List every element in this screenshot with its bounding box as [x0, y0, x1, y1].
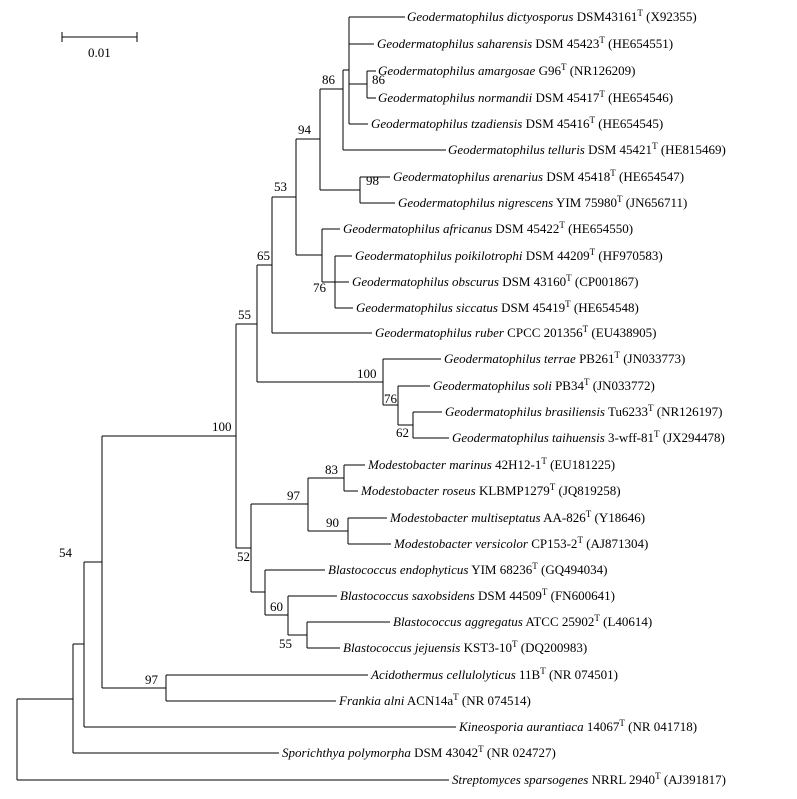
taxon-label: Kineosporia aurantiaca 14067T (NR 041718… [458, 718, 697, 734]
taxon-label: Geodermatophilus normandii DSM 45417T (H… [378, 89, 673, 105]
bootstrap-value: 62 [396, 425, 409, 440]
taxon-label: Geodermatophilus telluris DSM 45421T (HE… [448, 141, 726, 157]
taxon-label: Sporichthya polymorpha DSM 43042T (NR 02… [282, 744, 556, 760]
bootstrap-value: 86 [322, 72, 336, 87]
bootstrap-value: 52 [237, 549, 250, 564]
scale-bar-label: 0.01 [88, 45, 111, 60]
bootstrap-value: 76 [313, 280, 327, 295]
taxon-label: Modestobacter multiseptatus AA-826T (Y18… [389, 509, 645, 525]
bootstrap-value: 97 [145, 672, 159, 687]
taxon-label: Geodermatophilus dictyosporus DSM43161T … [407, 8, 697, 24]
taxon-label: Geodermatophilus obscurus DSM 43160T (CP… [352, 273, 638, 289]
bootstrap-value: 97 [287, 488, 301, 503]
taxon-label: Geodermatophilus soli PB34T (JN033772) [433, 377, 655, 393]
taxon-label: Blastococcus endophyticus YIM 68236T (GQ… [328, 561, 607, 577]
taxon-label: Geodermatophilus africanus DSM 45422T (H… [343, 220, 633, 236]
bootstrap-value: 98 [366, 173, 379, 188]
taxon-label: Modestobacter marinus 42H12-1T (EU181225… [367, 456, 615, 472]
bootstrap-value: 60 [270, 599, 283, 614]
taxon-label: Geodermatophilus saharensis DSM 45423T (… [377, 35, 673, 51]
tree-branches [16, 16, 456, 781]
taxon-label: Geodermatophilus amargosae G96T (NR12620… [378, 62, 635, 78]
scale-bar: 0.01 [61, 32, 138, 60]
taxon-label: Geodermatophilus tzadiensis DSM 45416T (… [371, 115, 663, 131]
bootstrap-value: 55 [279, 636, 292, 651]
bootstrap-value: 76 [384, 391, 398, 406]
taxon-label: Geodermatophilus arenarius DSM 45418T (H… [393, 168, 684, 184]
bootstrap-value: 83 [325, 462, 338, 477]
taxon-label: Modestobacter versicolor CP153-2T (AJ871… [393, 535, 648, 551]
taxon-label: Blastococcus jejuensis KST3-10T (DQ20098… [343, 639, 587, 655]
bootstrap-value: 53 [274, 179, 287, 194]
bootstrap-value: 54 [59, 545, 73, 560]
bootstrap-values: 86 86 94 98 53 76 65 55 100 76 62 100 83… [59, 72, 409, 687]
bootstrap-value: 65 [257, 248, 270, 263]
taxon-label: Geodermatophilus ruber CPCC 201356T (EU4… [375, 324, 656, 340]
taxon-label: Streptomyces sparsogenes NRRL 2940T (AJ3… [452, 771, 726, 787]
bootstrap-value: 90 [326, 515, 339, 530]
taxon-label: Frankia alni ACN14aT (NR 074514) [338, 692, 531, 708]
taxon-labels: Geodermatophilus dictyosporus DSM43161T … [282, 8, 726, 787]
taxon-label: Blastococcus aggregatus ATCC 25902T (L40… [393, 613, 652, 629]
taxon-label: Geodermatophilus terrae PB261T (JN033773… [444, 350, 685, 366]
taxon-label: Geodermatophilus poikilotrophi DSM 44209… [355, 247, 663, 263]
bootstrap-value: 86 [372, 72, 386, 87]
taxon-label: Geodermatophilus siccatus DSM 45419T (HE… [356, 299, 639, 315]
taxon-label: Acidothermus cellulolyticus 11BT (NR 074… [370, 666, 618, 682]
taxon-label: Geodermatophilus brasiliensis Tu6233T (N… [445, 403, 722, 419]
taxon-label: Geodermatophilus nigrescens YIM 75980T (… [398, 194, 687, 210]
bootstrap-value: 100 [212, 419, 232, 434]
bootstrap-value: 55 [238, 307, 251, 322]
taxon-label: Geodermatophilus taihuensis 3-wff-81T (J… [452, 429, 725, 445]
taxon-label: Modestobacter roseus KLBMP1279T (JQ81925… [360, 482, 621, 498]
bootstrap-value: 94 [298, 122, 312, 137]
bootstrap-value: 100 [357, 366, 377, 381]
taxon-label: Blastococcus saxobsidens DSM 44509T (FN6… [340, 587, 615, 603]
